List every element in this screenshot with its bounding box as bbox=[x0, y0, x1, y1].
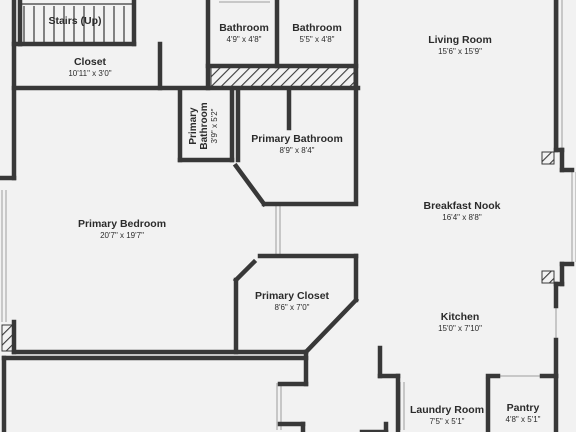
room-name: Breakfast Nook bbox=[423, 200, 501, 212]
room-name: Bathroom bbox=[292, 22, 342, 34]
room-dimensions: 5'5" x 4'8" bbox=[299, 35, 335, 44]
room-name: Pantry bbox=[506, 402, 540, 414]
room-name: Stairs (Up) bbox=[48, 15, 102, 27]
room-pantry-label: Pantry 4'8" x 5'1" bbox=[492, 402, 554, 425]
room-primary-bathroom-label: Primary Bathroom 8'9" x 8'4" bbox=[242, 133, 352, 156]
room-name: Closet bbox=[73, 56, 107, 68]
room-name-line1: Primary bbox=[188, 107, 199, 145]
room-dimensions: 15'0" x 7'10" bbox=[438, 324, 482, 333]
room-bathroom-left-label: Bathroom 4'9" x 4'8" bbox=[210, 22, 278, 45]
room-dimensions: 8'6" x 7'0" bbox=[274, 303, 310, 312]
room-laundry-room-label: Laundry Room 7'5" x 5'1" bbox=[404, 404, 490, 427]
room-name: Primary Closet bbox=[254, 290, 330, 302]
room-primary-closet-label: Primary Closet 8'6" x 7'0" bbox=[242, 290, 342, 313]
room-name: Bathroom bbox=[219, 22, 269, 34]
room-dimensions: 20'7" x 19'7" bbox=[100, 231, 144, 240]
room-breakfast-nook-label: Breakfast Nook 16'4" x 8'8" bbox=[402, 200, 522, 223]
room-dimensions: 8'9" x 8'4" bbox=[279, 146, 315, 155]
room-closet-label: Closet 10'11" x 3'0" bbox=[30, 56, 150, 79]
stair-treads bbox=[20, 3, 132, 44]
room-name: Kitchen bbox=[440, 311, 480, 323]
hatched-chase bbox=[210, 66, 355, 90]
room-primary-bedroom-label: Primary Bedroom 20'7" x 19'7" bbox=[62, 218, 182, 241]
room-name-line2: Bathroom bbox=[199, 102, 210, 150]
room-name: Primary Bathroom bbox=[251, 133, 343, 145]
room-dimensions: 10'11" x 3'0" bbox=[68, 69, 112, 78]
room-kitchen-label: Kitchen 15'0" x 7'10" bbox=[400, 311, 520, 334]
room-name: Laundry Room bbox=[409, 404, 485, 416]
room-name: Primary Bedroom bbox=[77, 218, 167, 230]
room-living-room-label: Living Room 15'6" x 15'9" bbox=[400, 34, 520, 57]
room-dimensions: 4'8" x 5'1" bbox=[505, 415, 541, 424]
hatched-column-right-lower bbox=[541, 270, 555, 284]
room-dimensions: 7'5" x 5'1" bbox=[429, 417, 465, 426]
room-dimensions: 4'9" x 4'8" bbox=[226, 35, 262, 44]
room-bathroom-right-label: Bathroom 5'5" x 4'8" bbox=[280, 22, 354, 45]
room-dimensions: 15'6" x 15'9" bbox=[438, 47, 482, 56]
room-dimensions: 3'9" x 5'2" bbox=[210, 108, 219, 144]
room-name: Living Room bbox=[428, 34, 492, 46]
hatched-column-right-upper bbox=[541, 151, 555, 165]
room-stairs-label: Stairs (Up) bbox=[30, 15, 120, 28]
room-dimensions: 16'4" x 8'8" bbox=[442, 213, 482, 222]
room-primary-bathroom-small-label: Primary Bathroom 3'9" x 5'2" bbox=[188, 102, 220, 149]
